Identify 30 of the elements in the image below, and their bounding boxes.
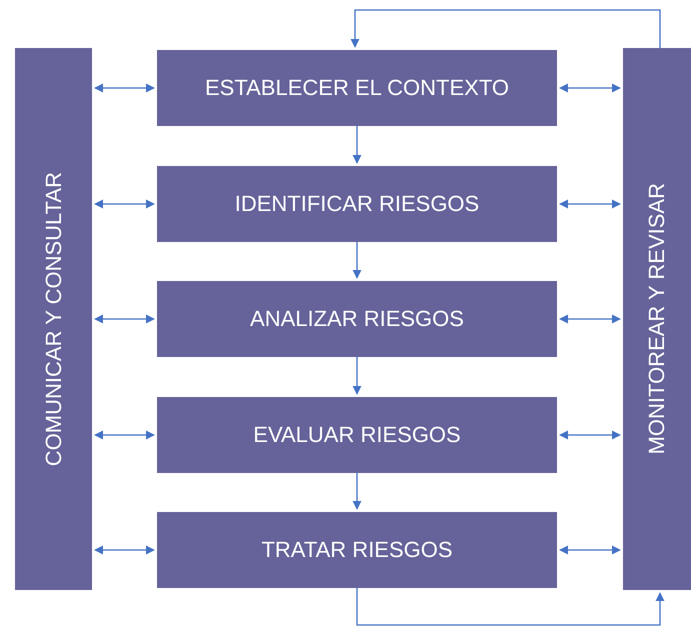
box-label: TRATAR RIESGOS: [261, 537, 453, 563]
arrow: [352, 126, 362, 164]
arrow: [350, 9, 661, 48]
side-bar: [15, 48, 92, 590]
arrow: [356, 588, 664, 626]
arrow: [94, 430, 155, 440]
box-label: COMUNICAR Y CONSULTAR: [40, 172, 66, 466]
box-label: ANALIZAR RIESGOS: [250, 306, 464, 332]
arrow: [559, 84, 621, 92]
arrow: [94, 84, 155, 92]
process-box: [157, 397, 557, 473]
side-bar: [623, 48, 691, 590]
arrow: [559, 546, 621, 554]
arrow: [94, 314, 155, 324]
arrow: [559, 430, 621, 440]
process-box: [157, 50, 557, 126]
arrow: [559, 314, 621, 324]
arrow: [352, 242, 362, 279]
arrow: [94, 200, 155, 208]
process-box: [157, 281, 557, 357]
box-label: EVALUAR RIESGOS: [253, 422, 461, 448]
box-label: MONITOREAR Y REVISAR: [644, 183, 670, 455]
box-label: ESTABLECER EL CONTEXTO: [204, 75, 509, 101]
process-box: [157, 166, 557, 242]
arrow: [94, 546, 155, 554]
arrow: [559, 200, 621, 208]
box-label: IDENTIFICAR RIESGOS: [234, 191, 480, 217]
arrow: [352, 473, 362, 510]
arrow: [352, 357, 362, 395]
process-box: [157, 512, 557, 588]
